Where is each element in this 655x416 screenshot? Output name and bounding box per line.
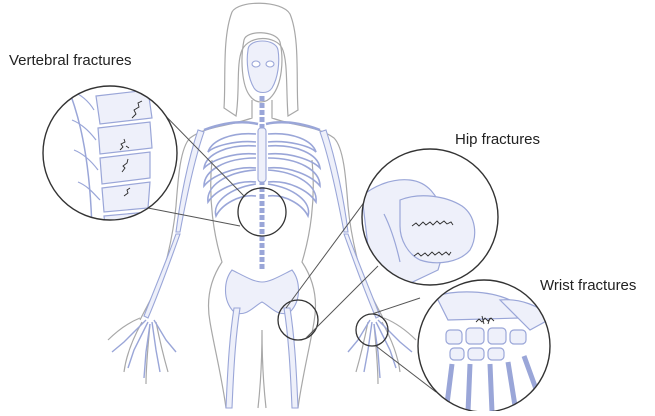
wrist-fractures-label: Wrist fractures xyxy=(540,277,636,294)
right-femur xyxy=(284,308,298,408)
hip-indicator xyxy=(278,300,318,340)
hip-zoom xyxy=(362,149,498,288)
vertebral-fractures-label: Vertebral fractures xyxy=(9,52,132,69)
wrist-indicator xyxy=(356,314,388,346)
skull xyxy=(247,41,279,93)
sternum xyxy=(258,128,266,182)
wrist-zoom xyxy=(418,280,552,411)
left-femur xyxy=(226,308,240,408)
pelvis xyxy=(226,270,299,314)
hip-fractures-label: Hip fractures xyxy=(455,131,540,148)
